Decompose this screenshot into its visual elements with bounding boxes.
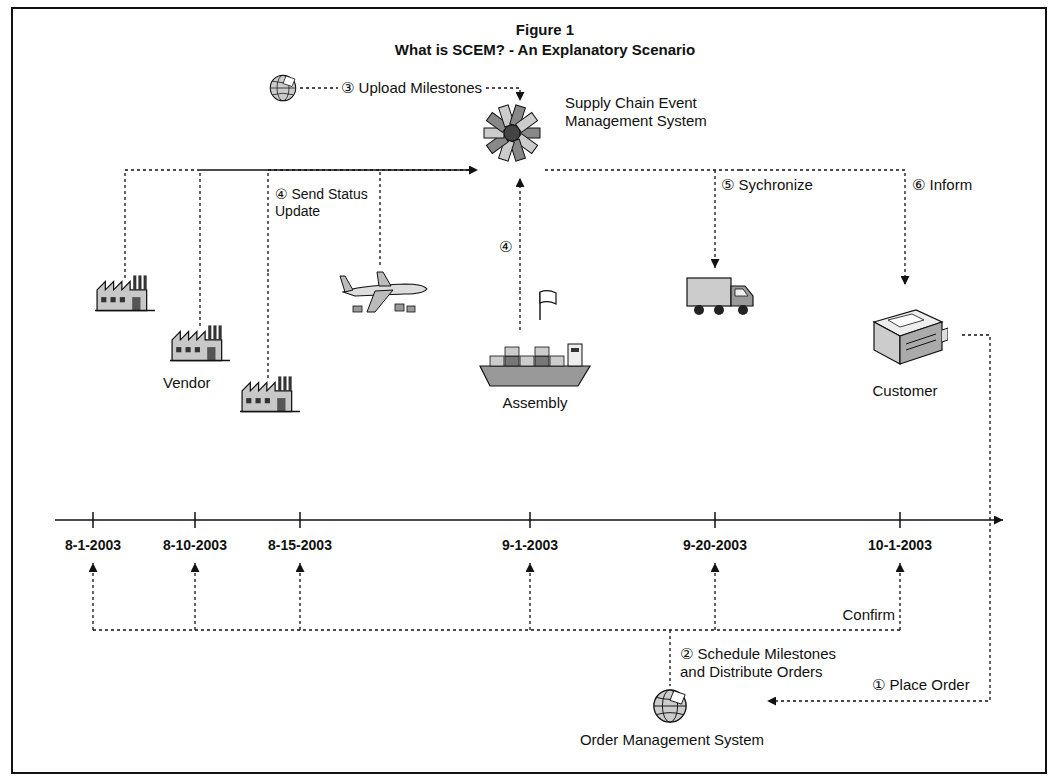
connector-label: ④ Send Status Update: [275, 186, 375, 220]
ship-icon: [480, 344, 590, 386]
schedule-line: [669, 630, 670, 686]
label-slot: ④: [499, 238, 512, 256]
schedule-arrow: [899, 563, 900, 630]
label-slot: ② Schedule Milestones and Distribute Ord…: [680, 645, 858, 681]
label-slot: ⑤ Sychronize: [721, 176, 813, 194]
label-slot: 8-15-2003: [268, 537, 332, 554]
text-slot: Order Management System: [580, 731, 764, 749]
text-slot: Vendor: [163, 374, 211, 392]
label-slot: 9-20-2003: [683, 537, 747, 554]
connector: [519, 178, 520, 290]
sync-line: [714, 170, 715, 268]
schedule-arrow: [714, 563, 715, 630]
truck-icon: [687, 278, 753, 315]
step-label: ② Schedule Milestones and Distribute Ord…: [680, 645, 858, 681]
title-slot: What is SCEM? - An Explanatory Scenario: [395, 41, 695, 59]
timeline-tick: [299, 512, 301, 528]
figure-title: What is SCEM? - An Explanatory Scenario: [395, 41, 695, 59]
connector-label: ① Place Order: [872, 676, 970, 694]
connector: [268, 170, 478, 272]
step-label: ③ Upload Milestones: [338, 79, 485, 97]
label-slot: 9-1-2003: [502, 537, 558, 554]
step-label: ⑤ Sychronize: [721, 176, 813, 194]
connector-label: ④: [499, 238, 512, 256]
node-label: Order Management System: [580, 731, 764, 749]
node-label: Assembly: [502, 394, 567, 412]
date-label: 9-20-2003: [683, 537, 747, 554]
factory-icon: [95, 275, 155, 310]
figure-border: [12, 8, 1046, 773]
timeline-tick: [714, 512, 716, 528]
date-label: 10-1-2003: [868, 537, 932, 554]
factory-icon: [240, 376, 300, 411]
label-slot: ④ Send Status Update: [275, 186, 375, 220]
customer-icon: [874, 310, 948, 364]
status-line: [267, 272, 268, 378]
order-system-icon: [654, 690, 686, 722]
step-label: Confirm: [842, 606, 895, 624]
schedule-arrow: [299, 563, 300, 630]
label-slot: Confirm: [842, 606, 895, 624]
label-slot: 10-1-2003: [868, 537, 932, 554]
status-line: [125, 170, 200, 278]
factory-icon: [170, 325, 230, 360]
timeline-axis: [55, 519, 1003, 521]
date-label: 8-10-2003: [163, 537, 227, 554]
schedule-arrow: [194, 563, 195, 630]
connector-label: ⑥ Inform: [912, 176, 972, 194]
text-slot: Assembly: [502, 394, 567, 412]
label-slot: Figure 1: [516, 21, 574, 39]
icon-node: Order Management System: [577, 684, 767, 758]
timeline-tick: [194, 512, 196, 528]
status-line: [199, 170, 200, 326]
milestone-icon: [270, 75, 296, 101]
schedule-line: [93, 629, 900, 630]
sync-line: [545, 169, 740, 170]
icon-node: Customer: [850, 285, 962, 407]
scem-icon: [484, 105, 540, 161]
icon-node: Supply Chain Event Management System: [478, 91, 740, 178]
label-slot: ① Place Order: [872, 676, 970, 694]
schedule-arrow: [529, 563, 530, 630]
date-label: 8-1-2003: [65, 537, 121, 554]
status-line: [519, 290, 520, 330]
icon-node: Vendor: [88, 272, 306, 422]
flag-icon: [540, 291, 556, 304]
icon-node: Assembly: [470, 290, 600, 416]
date-label: 9-1-2003: [502, 537, 558, 554]
label-slot: 8-10-2003: [163, 537, 227, 554]
timeline-tick: [529, 512, 531, 528]
timeline-tick: [92, 512, 94, 528]
text-slot: Supply Chain Event Management System: [565, 94, 730, 130]
label-slot: ③ Upload Milestones: [338, 79, 485, 97]
node-label: Supply Chain Event Management System: [565, 94, 730, 130]
schedule-arrow: [92, 563, 93, 630]
plane-icon: [340, 272, 427, 312]
step-label: Figure 1: [516, 21, 574, 39]
status-line: [379, 170, 380, 265]
label-slot: ⑥ Inform: [912, 176, 972, 194]
date-label: 8-15-2003: [268, 537, 332, 554]
timeline-tick: [899, 512, 901, 528]
node-label: Vendor: [163, 374, 211, 392]
text-slot: Customer: [872, 382, 937, 400]
label-slot: 8-1-2003: [65, 537, 121, 554]
node-label: Customer: [872, 382, 937, 400]
